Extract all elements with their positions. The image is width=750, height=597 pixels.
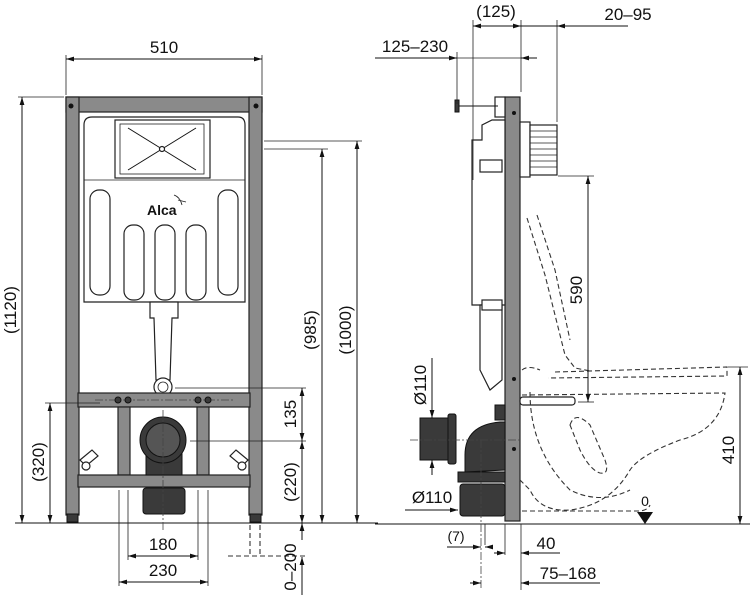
dim-depth-125: (125) [476,2,516,21]
dim-height-1000: (1000) [336,305,355,354]
dim-width-510: 510 [150,38,178,57]
top-rail [65,96,263,113]
dim-offset-40: 40 [537,534,556,553]
middle-rail [77,392,251,408]
dim-height-1120: (1120) [1,286,20,334]
dim-range-20-95: 20–95 [604,5,651,24]
dim-height-410: 410 [719,436,738,464]
dim-diameter-bottom: Ø110 [412,488,452,507]
dim-height-985: (985) [301,310,320,350]
cistern-side [471,119,506,306]
frame-post [504,96,521,522]
dim-range-75-168: 75–168 [540,564,597,583]
drain-elbow [139,410,187,530]
dim-height-135: 135 [281,400,300,428]
right-post [248,96,263,516]
dim-leg-0-200: 0–200 [281,543,300,590]
dim-height-220: (220) [281,462,300,502]
toilet-outline [519,214,728,512]
flush-plate-opening [114,119,211,179]
left-post [65,96,80,516]
side-dimensions: (125) 20–95 125–230 590 410 Ø110 Ø110 [375,2,748,590]
drain-elbow-side [410,404,520,590]
flush-connector [519,121,558,178]
bottom-rail [77,474,251,488]
front-dimensions: 510 (1120) (985) (1000) (320) 135 (220) … [1,38,362,595]
floor-level-marker-icon [637,512,653,524]
dim-height-590: 590 [567,276,586,304]
dim-spacing-180: 180 [149,535,177,554]
dim-spacing-230: 230 [149,561,177,580]
dim-height-320: (320) [29,442,48,482]
alca-logo: Alca [147,202,177,218]
dim-offset-7: (7) [447,528,464,544]
dim-diameter-top: Ø110 [411,365,430,405]
front-view: Alca [1,38,378,595]
flush-pipe [149,301,179,381]
floor-level-label: 0 [641,493,649,509]
side-view: (125) 20–95 125–230 590 410 Ø110 Ø110 [375,2,750,590]
dim-range-125-230: 125–230 [382,37,448,56]
